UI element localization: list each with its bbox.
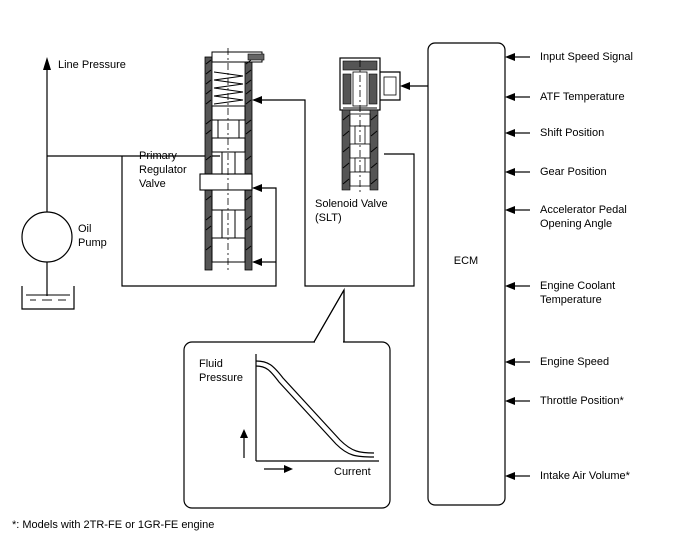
line-pressure-label: Line Pressure — [58, 59, 126, 71]
ecm-input-arrow — [505, 472, 530, 480]
ecm-label: ECM — [454, 255, 478, 267]
ecm-input-label: Shift Position — [540, 127, 604, 139]
ecm-input-list: Input Speed Signal ATF Temperature Shift… — [505, 51, 633, 482]
ecm-input-label: Gear Position — [540, 166, 607, 178]
ecm-input-label: Engine Coolant Temperature — [540, 280, 618, 306]
slt-to-regulator-line — [252, 96, 415, 287]
ecm-input-arrow — [505, 129, 530, 137]
pump-to-regulator-line — [121, 156, 277, 287]
ecm-input-label: Engine Speed — [540, 356, 609, 368]
solenoid-valve-icon — [339, 57, 401, 194]
ecm-input-arrow — [505, 397, 530, 405]
line-pressure-line — [43, 57, 220, 212]
ecm-input-arrow — [505, 358, 530, 366]
characteristic-graph-callout — [183, 287, 391, 509]
ecm-input-arrow — [505, 168, 530, 176]
oil-pump-icon — [21, 211, 73, 296]
ecm-box — [427, 42, 506, 506]
ecm-input-arrow — [505, 206, 530, 214]
primary-regulator-valve-label: Primary Regulator Valve — [139, 150, 190, 190]
oil-pump-label: Oil Pump — [78, 223, 107, 249]
ecm-to-solenoid-line — [400, 82, 428, 90]
solenoid-valve-label: Solenoid Valve (SLT) — [315, 198, 391, 224]
graph-y-label: Fluid Pressure — [199, 358, 243, 384]
ecm-input-label: ATF Temperature — [540, 91, 625, 103]
ecm-input-arrow — [505, 282, 530, 290]
footnote: *: Models with 2TR-FE or 1GR-FE engine — [12, 519, 214, 531]
ecm-input-label: Intake Air Volume* — [540, 470, 631, 482]
ecm-input-label: Accelerator Pedal Opening Angle — [540, 204, 630, 230]
ecm-input-label: Throttle Position* — [540, 395, 624, 407]
ecm-input-arrow — [505, 93, 530, 101]
ecm-input-arrow — [505, 53, 530, 61]
graph-x-label: Current — [334, 466, 371, 478]
oil-tank-icon — [21, 286, 75, 310]
primary-regulator-valve-icon — [199, 48, 265, 272]
ecm-input-label: Input Speed Signal — [540, 51, 633, 63]
